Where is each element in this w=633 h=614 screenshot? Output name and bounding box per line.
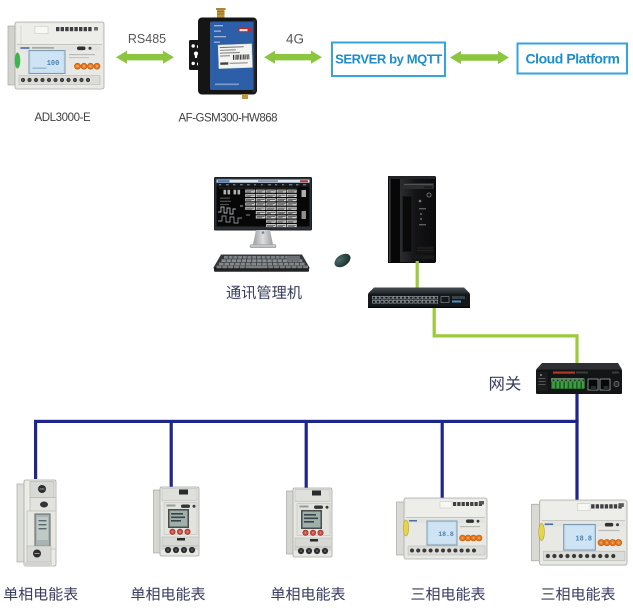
svg-text:RS485: RS485 xyxy=(128,32,166,46)
svg-text:18.8: 18.8 xyxy=(576,535,592,543)
svg-text:AF-GSM300-HW868: AF-GSM300-HW868 xyxy=(179,113,278,125)
svg-text:ADL3000-E: ADL3000-E xyxy=(34,112,91,124)
svg-text:SERVER by MQTT: SERVER by MQTT xyxy=(335,52,442,67)
svg-text:4G: 4G xyxy=(286,32,304,47)
svg-text:100: 100 xyxy=(47,60,60,68)
svg-text:18.8: 18.8 xyxy=(438,531,454,538)
svg-text:Cloud Platform: Cloud Platform xyxy=(525,51,619,67)
